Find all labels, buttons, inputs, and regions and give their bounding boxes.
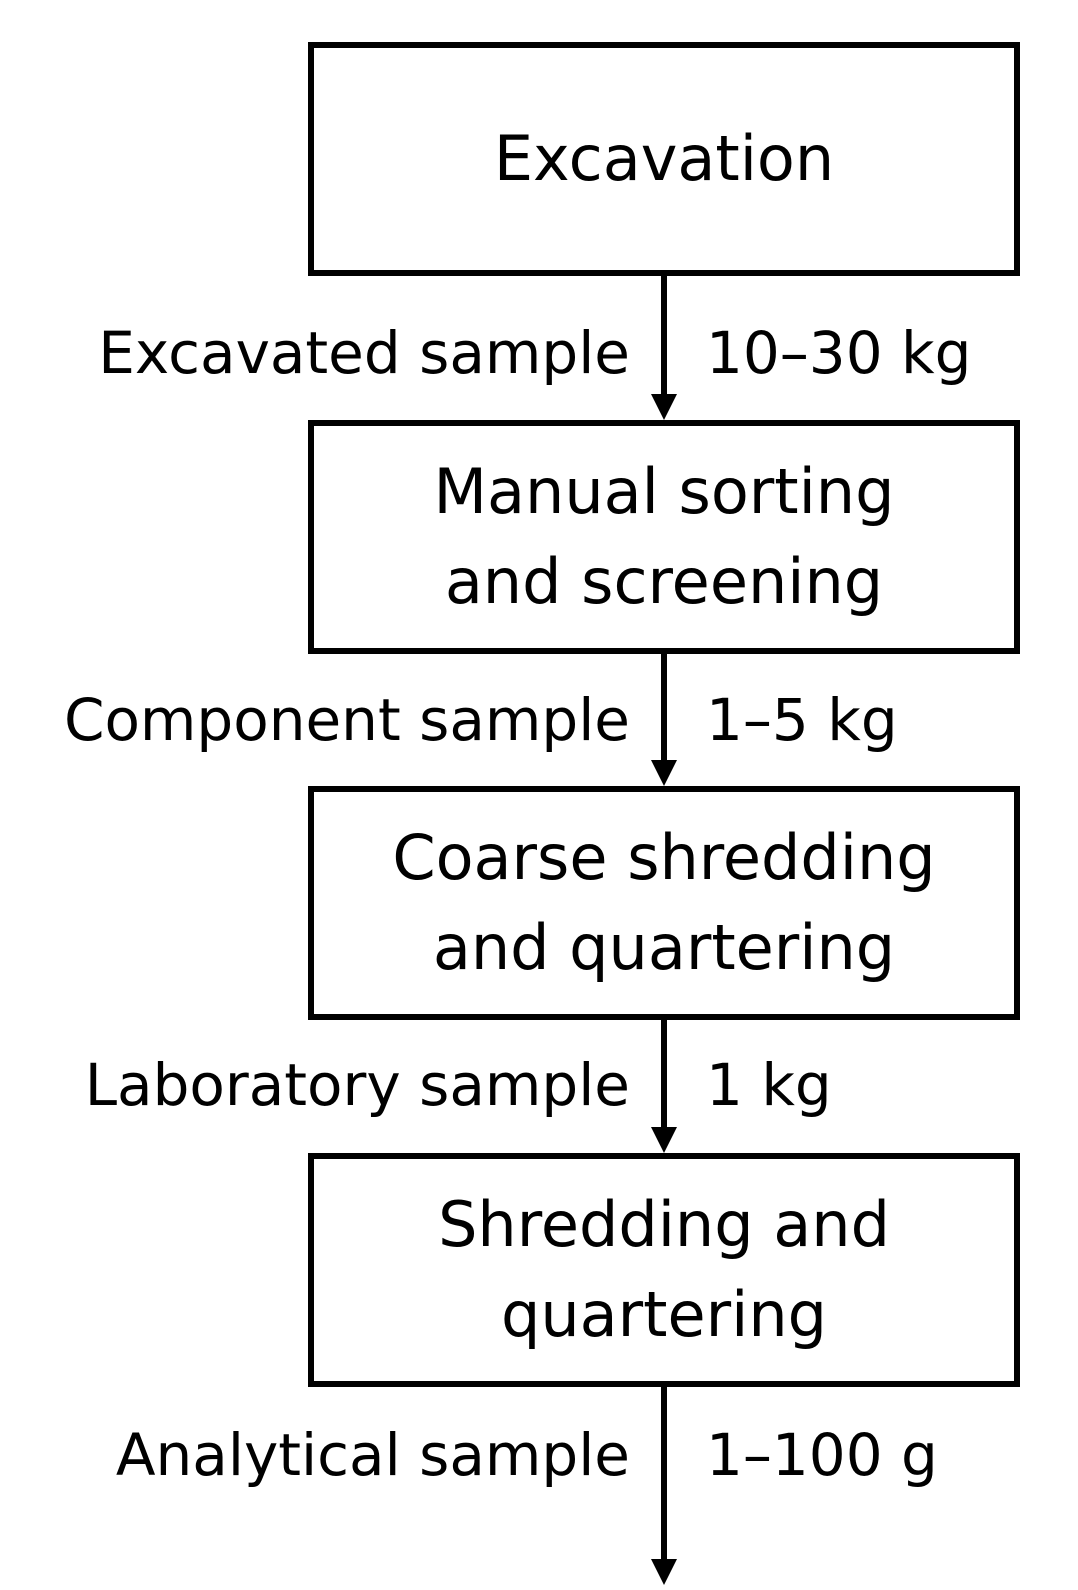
arrow-head-icon <box>651 394 677 420</box>
arrow-head-icon <box>651 760 677 786</box>
sample-mass-label: 10–30 kg <box>706 319 972 387</box>
step-box-manual-sorting: Manual sorting and screening <box>308 420 1020 654</box>
step-box-excavation: Excavation <box>308 42 1020 276</box>
arrow-head-icon <box>651 1559 677 1585</box>
sample-name-label: Component sample <box>63 686 630 754</box>
step-box-shredding: Shredding and quartering <box>308 1153 1020 1387</box>
sample-mass-label: 1 kg <box>706 1051 832 1119</box>
sample-mass-label: 1–5 kg <box>706 686 898 754</box>
arrow-shaft <box>661 1020 667 1130</box>
sample-name-label: Laboratory sample <box>84 1051 630 1119</box>
sample-name-label: Excavated sample <box>98 319 630 387</box>
step-label: Manual sorting and screening <box>433 455 895 618</box>
arrow-shaft <box>661 276 667 396</box>
step-label: Excavation <box>493 122 835 195</box>
step-box-coarse-shredding: Coarse shredding and quartering <box>308 786 1020 1020</box>
sample-mass-label: 1–100 g <box>706 1421 938 1489</box>
step-label: Coarse shredding and quartering <box>392 821 936 984</box>
arrow-shaft <box>661 1387 667 1567</box>
sample-name-label: Analytical sample <box>115 1421 630 1489</box>
step-label: Shredding and quartering <box>438 1188 890 1351</box>
arrow-head-icon <box>651 1127 677 1153</box>
arrow-shaft <box>661 654 667 764</box>
